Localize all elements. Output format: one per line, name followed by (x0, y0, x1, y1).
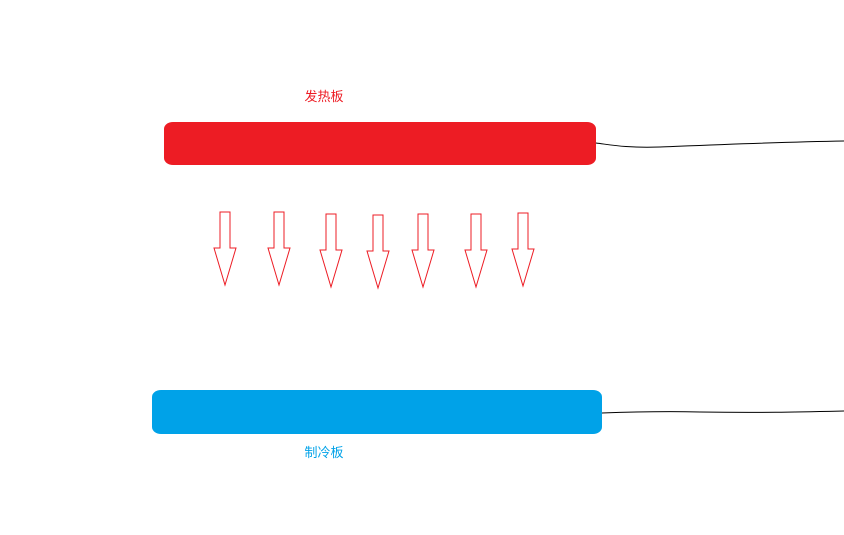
cold-plate-label: 制冷板 (304, 446, 343, 461)
hot-plate-label: 发热板 (304, 89, 343, 105)
down-arrow-7 (511, 212, 535, 288)
down-arrow-3 (319, 213, 343, 289)
down-arrow-4 (366, 214, 390, 290)
down-arrow-1 (213, 211, 237, 287)
hot-plate-wire (595, 140, 844, 148)
down-arrow-5 (411, 213, 435, 289)
cold-plate-wire (601, 410, 844, 414)
cold-plate (152, 390, 602, 434)
down-arrow-6 (464, 213, 488, 289)
heat-flow-arrows (213, 211, 535, 290)
hot-plate (164, 122, 596, 165)
down-arrow-2 (267, 211, 291, 287)
